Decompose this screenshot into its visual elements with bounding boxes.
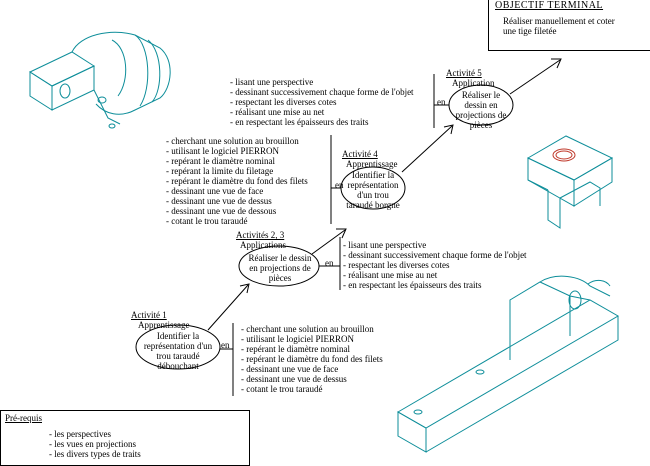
a5-subtitle: Application xyxy=(452,78,495,88)
a1-title: Activité 1 xyxy=(131,310,167,320)
a23-title: Activités 2, 3 xyxy=(236,230,285,240)
objective-box: OBJECTIF TERMINAL Réaliser manuellement … xyxy=(488,0,650,51)
a5-title: Activité 5 xyxy=(446,68,482,78)
arrow-1-head xyxy=(239,283,250,294)
a5-list: lisant une perspective dessinant success… xyxy=(230,77,414,127)
arrow-4 xyxy=(509,59,561,95)
objective-title: OBJECTIF TERMINAL xyxy=(495,0,604,11)
a1-item: dessinant une vue de dessus xyxy=(241,374,383,384)
prerequis-item: les divers types de traits xyxy=(49,449,140,459)
a1-subtitle: Apprentissage xyxy=(138,320,190,330)
a23-subtitle: Applications xyxy=(240,240,286,250)
a23-bubble-text: Réaliser le dessin en projections de piè… xyxy=(248,253,312,283)
a4-bubble-text: Identifier la représentation d'un trou t… xyxy=(346,170,400,210)
a1-item: utilisant le logiciel PIERRON xyxy=(241,334,383,344)
arrow-4-head xyxy=(551,58,562,69)
a23-item: en respectant les épaisseurs des traits xyxy=(343,280,527,290)
a23-list: lisant une perspective dessinant success… xyxy=(343,240,527,290)
a1-item: cherchant une solution au brouillon xyxy=(241,324,383,334)
a4-item: utilisant le logiciel PIERRON xyxy=(166,146,308,156)
arrow-2 xyxy=(311,229,346,255)
a1-item: dessinant une vue de face xyxy=(241,364,383,374)
a4-en: en xyxy=(335,180,344,190)
prerequis-list: les perspectives les vues en projections… xyxy=(49,429,141,459)
prerequis-title: Pré-requis xyxy=(5,413,42,423)
a23-item: dessinant successivement chaque forme de… xyxy=(343,250,526,260)
a4-item: repérant le diamètre du fond des filets xyxy=(166,176,307,186)
prerequis-item: les perspectives xyxy=(49,429,141,439)
a5-en: en xyxy=(437,97,446,107)
prerequis-box: Pré-requis les perspectives les vues en … xyxy=(0,410,250,466)
a5-item: respectant les diverses cotes xyxy=(230,97,414,107)
a5-item: en respectant les épaisseurs des traits xyxy=(230,117,414,127)
a23-item: respectant les diverses cotes xyxy=(343,260,527,270)
a1-item: repérant le diamètre nominal xyxy=(241,344,383,354)
a23-en: en xyxy=(325,258,334,268)
a1-item: cotant le trou taraudé xyxy=(241,384,383,394)
a1-en: en xyxy=(221,340,230,350)
a4-item: cherchant une solution au brouillon xyxy=(166,136,308,146)
a1-item: repérant le diamètre du fond des filets xyxy=(241,354,382,364)
a4-item: dessinant une vue de dessous xyxy=(166,206,308,216)
prerequis-item: les vues en projections xyxy=(49,439,141,449)
a1-bubble-shape xyxy=(135,324,221,370)
a4-item: repérant le diamètre nominal xyxy=(166,156,308,166)
a5-item: réalisant une mise au net xyxy=(230,107,414,117)
a4-item: dessinant une vue de dessus xyxy=(166,196,308,206)
a4-item: repérant la limite du filetage xyxy=(166,166,308,176)
objective-text: Réaliser manuellement et coter une tige … xyxy=(503,16,615,36)
arrow-1 xyxy=(207,284,249,331)
arrow-3-head xyxy=(443,124,454,135)
part-drawing-spindle xyxy=(28,31,171,129)
a23-item: lisant une perspective xyxy=(343,240,527,250)
arrow-2-head xyxy=(336,228,347,239)
a5-item: dessinant successivement chaque forme de… xyxy=(230,87,413,97)
a4-item: dessinant une vue de face xyxy=(166,186,308,196)
a4-title: Activité 4 xyxy=(342,149,378,159)
a1-bubble-text: Identifier la représentation d'un trou t… xyxy=(143,331,213,371)
part-drawing-yoke-bar xyxy=(397,275,619,453)
a5-bubble-text: Réaliser le dessin en projections de piè… xyxy=(455,90,507,130)
a4-subtitle: Apprentissage xyxy=(346,159,398,169)
a23-item: réalisant une mise au net xyxy=(343,270,527,280)
a4-item: cotant le trou taraudé xyxy=(166,216,308,226)
a5-item: lisant une perspective xyxy=(230,77,414,87)
part-drawing-slotted-block xyxy=(526,135,614,229)
a1-list: cherchant une solution au brouillon util… xyxy=(241,324,383,394)
arrow-3 xyxy=(401,125,453,173)
a4-list: cherchant une solution au brouillon util… xyxy=(166,136,308,226)
